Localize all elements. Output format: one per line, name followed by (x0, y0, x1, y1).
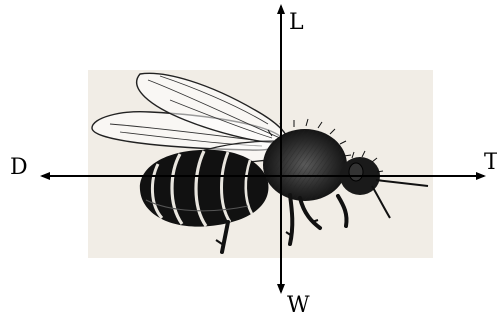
axis-label-down: W (287, 295, 310, 317)
axis-label-right: T (484, 152, 497, 174)
illustration-paper (88, 70, 433, 258)
axis-label-up: L (289, 12, 304, 34)
axis-label-left: D (10, 157, 28, 179)
